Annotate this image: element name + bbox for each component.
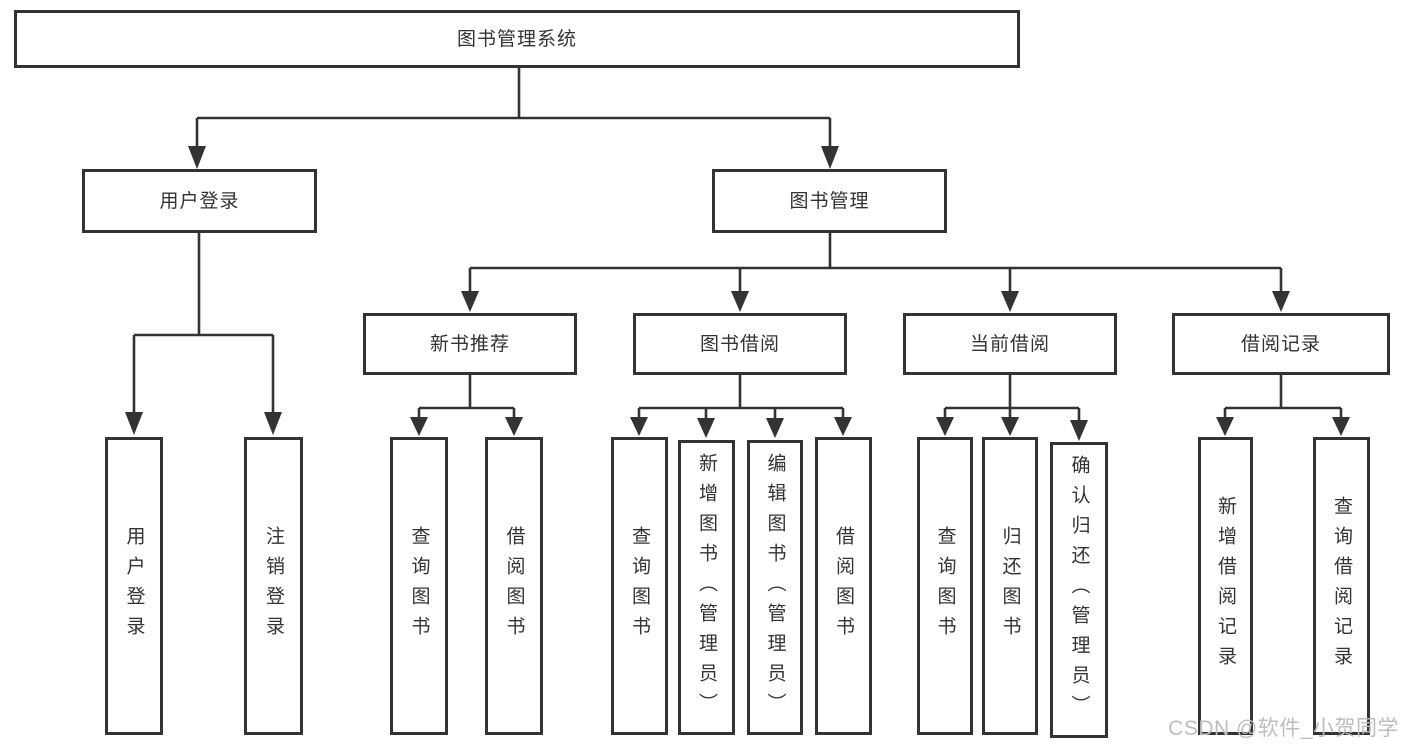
connector-current-borrowing-to-leaves [936, 375, 1088, 441]
node-label: 用户登录 [123, 526, 145, 646]
arrowhead-icon [188, 146, 206, 169]
node-book-management: 图书管理 [712, 169, 947, 233]
connector-book-borrowing-to-leaves [630, 375, 852, 438]
node-book-borrowing: 图书借阅 [633, 313, 847, 375]
leaf-current-confirm-return-admin: 确认归还（管理员） [1050, 442, 1108, 738]
node-label: 借阅记录 [1240, 333, 1321, 355]
leaf-borrowing-edit-books-admin: 编辑图书（管理员） [747, 440, 803, 735]
node-borrowing-records: 借阅记录 [1172, 313, 1390, 375]
arrowhead-icon [1001, 417, 1019, 436]
arrowhead-icon [630, 417, 648, 436]
arrowhead-icon [1216, 417, 1234, 436]
node-current-borrowing: 当前借阅 [903, 313, 1117, 375]
node-label: 编辑图书（管理员） [764, 452, 786, 723]
arrowhead-icon [821, 146, 839, 169]
node-label: 借阅图书 [503, 526, 525, 646]
leaf-borrowing-borrow-books: 借阅图书 [815, 437, 872, 735]
leaf-logout-login: 注销登录 [244, 437, 303, 735]
leaf-recommend-borrow-books: 借阅图书 [485, 437, 543, 735]
arrowhead-icon [766, 418, 784, 438]
node-label: 查询借阅记录 [1331, 496, 1352, 676]
connector-borrowing-records-to-leaves [1216, 375, 1350, 436]
node-label: 归还图书 [999, 526, 1021, 646]
node-label: 当前借阅 [969, 333, 1050, 355]
node-label: 查询图书 [629, 526, 650, 646]
node-label: 用户登录 [159, 190, 240, 212]
arrowhead-icon [1332, 417, 1350, 436]
arrowhead-icon [834, 417, 852, 436]
node-label: 图书管理系统 [456, 28, 577, 50]
node-label: 查询图书 [934, 526, 956, 646]
leaf-user-login: 用户登录 [105, 437, 163, 735]
node-label: 新增图书（管理员） [696, 452, 717, 723]
node-label: 图书借阅 [699, 333, 780, 355]
arrowhead-icon [936, 417, 954, 436]
node-label: 注销登录 [263, 526, 284, 646]
arrowhead-icon [410, 417, 428, 436]
node-label: 图书管理 [789, 190, 870, 212]
arrowhead-icon [731, 291, 749, 312]
leaf-records-add-record: 新增借阅记录 [1198, 437, 1253, 735]
leaf-borrowing-add-books-admin: 新增图书（管理员） [678, 440, 735, 735]
connector-user-login-to-leaves [125, 233, 282, 435]
leaf-current-return-books: 归还图书 [982, 437, 1038, 735]
node-library-system: 图书管理系统 [14, 10, 1020, 68]
arrowhead-icon [1272, 291, 1290, 312]
node-label: 新增借阅记录 [1215, 496, 1236, 676]
leaf-borrowing-query-books: 查询图书 [611, 437, 668, 735]
arrowhead-icon [125, 412, 143, 435]
node-label: 新书推荐 [429, 333, 510, 355]
node-user-login: 用户登录 [82, 169, 317, 233]
watermark: CSDN @软件_小贺同学 [1168, 717, 1399, 740]
arrowhead-icon [264, 412, 282, 435]
node-label: 确认归还（管理员） [1068, 455, 1090, 725]
node-new-book-recommend: 新书推荐 [363, 313, 577, 375]
arrowhead-icon [697, 418, 715, 438]
arrowhead-icon [461, 291, 479, 312]
leaf-records-query-record: 查询借阅记录 [1313, 437, 1370, 735]
leaf-current-query-books: 查询图书 [917, 437, 973, 735]
arrowhead-icon [505, 417, 523, 436]
node-label: 查询图书 [408, 526, 430, 646]
arrowhead-icon [1001, 291, 1019, 312]
connector-new-book-recommend-to-leaves [410, 375, 523, 436]
connector-root-to-level2 [188, 68, 839, 169]
connector-book-management-to-level3 [461, 233, 1290, 312]
arrowhead-icon [1070, 420, 1088, 441]
leaf-recommend-query-books: 查询图书 [390, 437, 448, 735]
node-label: 借阅图书 [833, 526, 854, 646]
